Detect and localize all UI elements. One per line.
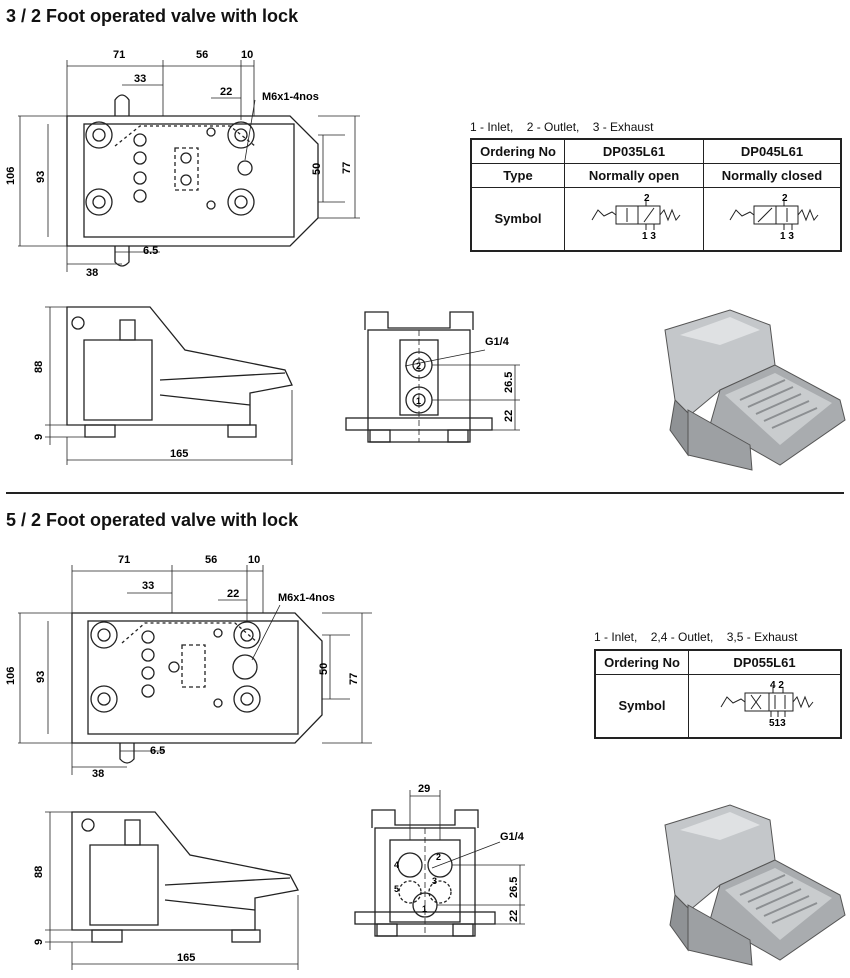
section-divider	[6, 492, 844, 494]
dim-165: 165	[177, 952, 195, 964]
spec-table-5-2: Ordering No DP055L61 Symbol 4 2 513	[594, 649, 842, 739]
dim-33: 33	[134, 73, 146, 85]
dim-77: 77	[341, 162, 353, 174]
dim-29: 29	[418, 783, 430, 795]
type-label: Type	[470, 162, 565, 188]
dim-6-5: 6.5	[150, 745, 165, 757]
valve-symbol-cell: 2 1 3	[703, 186, 842, 252]
dim-38: 38	[92, 768, 104, 780]
dim-93: 93	[35, 171, 47, 183]
port-label: 1	[422, 904, 427, 914]
port-label: 3	[432, 876, 437, 886]
port-label: 2	[436, 852, 441, 862]
dim-88: 88	[33, 866, 45, 878]
front-view-drawing-5-2: 29 G1/4 4 2 5 3 1 26.5 22	[354, 783, 525, 937]
dim-77: 77	[348, 673, 360, 685]
dim-thread: M6x1-4nos	[262, 91, 319, 103]
dim-9: 9	[33, 939, 45, 945]
dim-26-5: 26.5	[503, 372, 515, 393]
model-type: Normally closed	[703, 162, 842, 188]
dim-88: 88	[33, 361, 45, 373]
valve-symbol-5-2: 4 2 513	[720, 680, 813, 729]
product-photo-5-2	[664, 804, 846, 966]
port-label: 1	[416, 396, 421, 406]
dim-38: 38	[86, 267, 98, 279]
dim-22: 22	[227, 588, 239, 600]
section-title-3-2: 3 / 2 Foot operated valve with lock	[6, 6, 299, 26]
top-view-drawing-5-2: 71 56 10 33 22 M6x1-4nos 106 93 50 77 6.…	[5, 554, 372, 780]
dim-71: 71	[113, 49, 125, 61]
valve-symbol-cell: 2 1 3	[564, 186, 704, 252]
dim-10: 10	[248, 554, 260, 566]
ordering-label: Ordering No	[594, 649, 689, 675]
symbol-port-top: 2	[644, 193, 650, 204]
model-type: Normally open	[564, 162, 704, 188]
port-label: 4	[394, 860, 399, 870]
symbol-port-top: 4 2	[770, 680, 784, 691]
side-view-drawing-3-2: 88 9 165	[33, 306, 293, 465]
dim-thread: M6x1-4nos	[278, 592, 335, 604]
dim-106: 106	[5, 167, 17, 185]
symbol-port-bottom: 1 3	[642, 231, 656, 242]
dim-10: 10	[241, 49, 253, 61]
valve-symbol-cell: 4 2 513	[688, 673, 842, 739]
dim-50: 50	[318, 663, 330, 675]
symbol-label: Symbol	[470, 186, 565, 252]
dim-9: 9	[33, 434, 45, 440]
spec-table-3-2: Ordering No DP035L61 DP045L61 Type Norma…	[470, 138, 842, 252]
port-label: 2	[416, 361, 421, 371]
top-view-drawing-3-2: 71 56 10 33 22 M6x1-4nos 106 93 50 77 6.…	[5, 49, 360, 279]
dim-106: 106	[5, 667, 17, 685]
dim-165: 165	[170, 448, 188, 460]
model-code: DP055L61	[688, 649, 842, 675]
symbol-port-bottom: 1 3	[780, 231, 794, 242]
front-view-drawing-3-2: G1/4 2 1 26.5 22	[345, 311, 520, 443]
dim-port: G1/4	[500, 831, 525, 843]
symbol-label: Symbol	[594, 673, 689, 739]
model-code: DP035L61	[564, 138, 704, 164]
port-legend-3-2: 1 - Inlet, 2 - Outlet, 3 - Exhaust	[470, 120, 654, 134]
section-title-5-2: 5 / 2 Foot operated valve with lock	[6, 510, 299, 530]
port-label: 5	[394, 884, 399, 894]
dim-93: 93	[35, 671, 47, 683]
symbol-port-bottom: 513	[769, 718, 786, 729]
dim-71: 71	[118, 554, 130, 566]
valve-symbol-3-2-nc: 2 1 3	[729, 193, 819, 242]
model-code: DP045L61	[703, 138, 842, 164]
side-view-drawing-5-2: 88 9 165	[33, 811, 299, 970]
dim-26-5: 26.5	[508, 877, 520, 898]
dim-50: 50	[311, 163, 323, 175]
dim-56: 56	[196, 49, 208, 61]
dim-22-front: 22	[508, 910, 520, 922]
dim-22: 22	[220, 86, 232, 98]
ordering-label: Ordering No	[470, 138, 565, 164]
valve-symbol-3-2-no: 2 1 3	[591, 193, 681, 242]
port-legend-5-2: 1 - Inlet, 2,4 - Outlet, 3,5 - Exhaust	[594, 630, 798, 644]
dim-port: G1/4	[485, 336, 510, 348]
dim-33: 33	[142, 580, 154, 592]
dim-6-5: 6.5	[143, 245, 158, 257]
dim-56: 56	[205, 554, 217, 566]
symbol-port-top: 2	[782, 193, 788, 204]
product-photo-3-2	[664, 309, 846, 471]
dim-22-front: 22	[503, 410, 515, 422]
